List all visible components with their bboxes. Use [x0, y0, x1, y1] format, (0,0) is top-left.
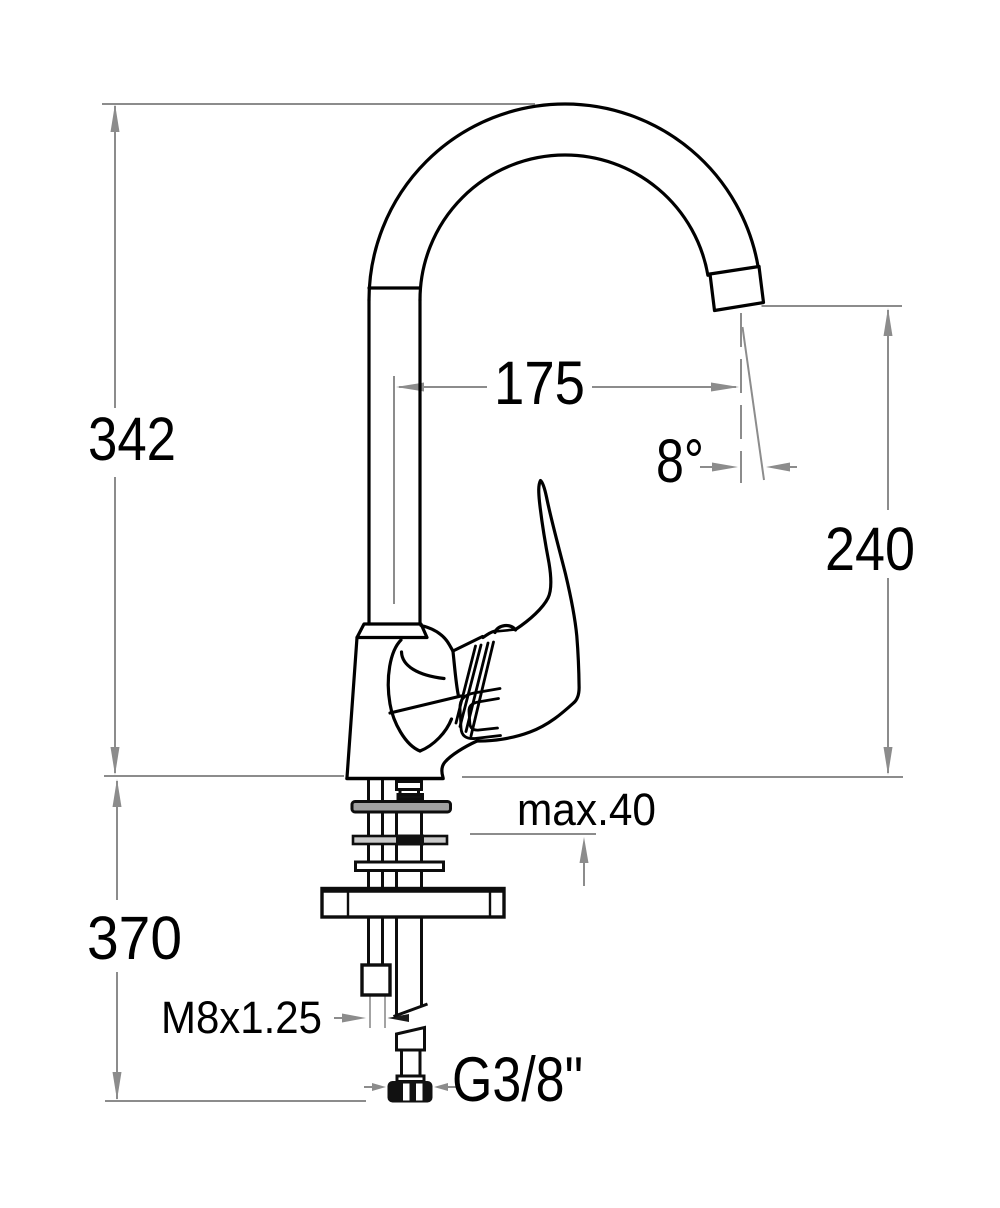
dome-curve-upper: [399, 650, 446, 681]
arrow-175-right: [711, 382, 739, 392]
body-left-edge: [345, 635, 359, 780]
cartridge-seam-lines: [454, 640, 495, 738]
mounting-plate: [320, 886, 506, 919]
arrow-angle-right: [766, 462, 790, 472]
arrow-angle-left: [712, 462, 738, 472]
handle-pivot-base-line: [493, 628, 517, 633]
cartridge-line-3: [464, 641, 490, 733]
cartridge-line-4: [469, 640, 495, 738]
washer-bottom: [354, 860, 445, 872]
cartridge-line-1: [454, 644, 477, 725]
arrow-g38-left: [372, 1083, 386, 1091]
handle-skirt-top-left: [481, 629, 497, 640]
spout-cut-line: [708, 264, 761, 276]
arrow-240-down: [883, 747, 893, 775]
faucet-outline: [345, 102, 766, 781]
dome-diagonal-line: [388, 694, 463, 715]
dim-label-8deg: 8°: [656, 427, 704, 495]
dim-label-max40: max.40: [517, 784, 656, 835]
arrow-max40-up: [579, 837, 589, 863]
dimension-labels: 342 175 8° 240 max.40 370 M8x1.25 G3/8": [87, 349, 915, 1115]
body-right-edge: [440, 739, 479, 780]
under-deck-assembly: [320, 780, 506, 1103]
dome-curve-lower: [418, 717, 454, 753]
g38-nut-slot-1: [403, 1083, 410, 1101]
arrow-370-up: [112, 779, 122, 807]
m8-nut: [360, 963, 392, 997]
connector-flange: [395, 1074, 426, 1083]
washer-top: [350, 800, 452, 814]
m8-stud: [367, 780, 384, 965]
dimension-arrowheads: [110, 104, 893, 1100]
cartridge-face-left-edge: [451, 649, 461, 698]
hose-connector: [395, 1025, 426, 1083]
body-collar: [355, 622, 429, 640]
cartridge-top-edge: [451, 634, 485, 653]
hose-locknut: [396, 793, 424, 801]
arrow-175-left: [396, 382, 424, 392]
arrow-g38-right: [434, 1083, 448, 1091]
dim-label-175: 175: [494, 349, 585, 417]
connector-tube: [400, 1048, 422, 1078]
arrow-342-down: [110, 747, 120, 775]
arrow-240-up: [883, 308, 893, 336]
dim-label-342: 342: [88, 405, 176, 473]
g38-nut-slot-2: [416, 1083, 423, 1101]
g38-nut: [387, 1081, 433, 1103]
cartridge-line-2: [458, 643, 483, 728]
dim-label-240: 240: [825, 515, 915, 583]
handle-blade: [475, 478, 581, 743]
connector-top: [395, 1025, 426, 1052]
spout-inner-arc: [418, 153, 710, 302]
dim-label-370: 370: [87, 904, 182, 972]
dim-label-g38: G3/8": [452, 1045, 583, 1115]
arrow-m8-dark: [387, 1014, 409, 1022]
dome-outline: [386, 638, 422, 753]
spout-outer-arc: [367, 102, 760, 302]
arrow-m8-gray: [342, 1013, 366, 1023]
dimension-lines: [102, 103, 903, 1102]
aerator: [708, 264, 766, 313]
supply-hose: [392, 780, 429, 1018]
arrow-342-up: [110, 104, 120, 132]
washer-middle-seal: [396, 834, 424, 846]
hose-break-cut: [392, 1002, 429, 1018]
dim-label-m8: M8x1.25: [161, 992, 322, 1043]
angle-8deg-line: [741, 326, 765, 481]
arrow-370-down: [112, 1072, 122, 1100]
